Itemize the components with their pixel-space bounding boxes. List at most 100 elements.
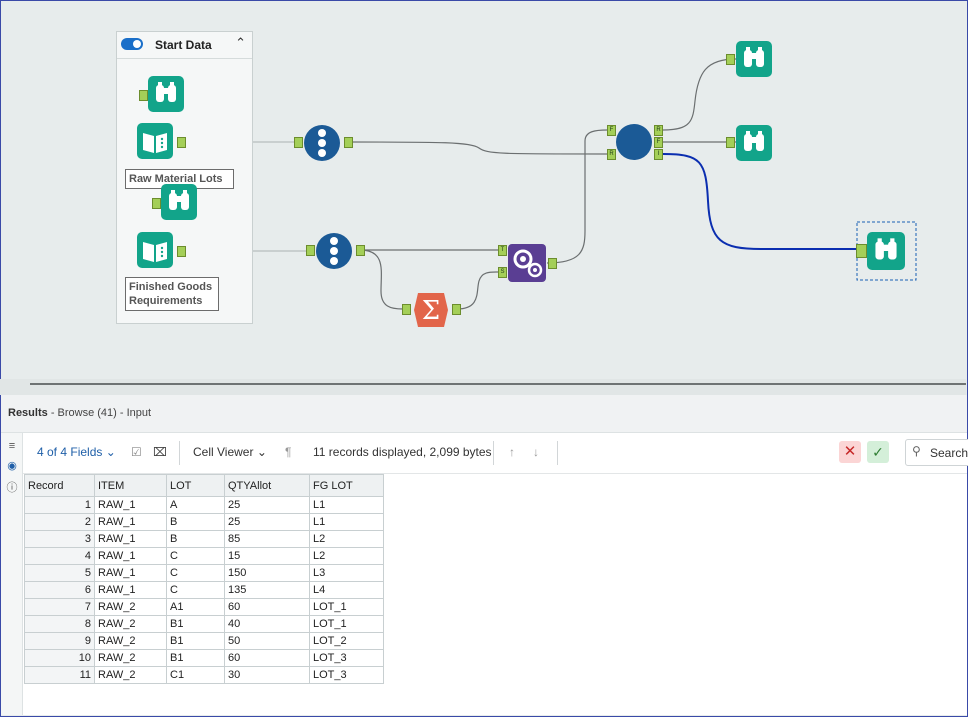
- input-anchor[interactable]: [139, 90, 148, 101]
- record-cell[interactable]: 9: [24, 632, 95, 650]
- record-cell[interactable]: 8: [24, 615, 95, 633]
- table-cell[interactable]: B1: [166, 615, 225, 633]
- input-anchor[interactable]: [152, 198, 161, 209]
- record-cell[interactable]: 4: [24, 547, 95, 565]
- table-cell[interactable]: C: [166, 547, 225, 565]
- column-header[interactable]: FG LOT: [309, 474, 384, 497]
- table-cell[interactable]: RAW_2: [94, 632, 167, 650]
- table-cell[interactable]: 30: [224, 666, 310, 684]
- join-right-anchor[interactable]: R: [607, 149, 616, 160]
- table-cell[interactable]: C: [166, 581, 225, 599]
- table-cell[interactable]: RAW_1: [94, 496, 167, 514]
- table-cell[interactable]: LOT_2: [309, 632, 384, 650]
- table-cell[interactable]: L1: [309, 513, 384, 531]
- cell-viewer-dropdown[interactable]: Cell Viewer ⌄: [193, 445, 267, 459]
- table-cell[interactable]: L1: [309, 496, 384, 514]
- input-anchor[interactable]: [294, 137, 303, 148]
- table-cell[interactable]: L3: [309, 564, 384, 582]
- record-id-tool[interactable]: [316, 233, 352, 269]
- table-cell[interactable]: B1: [166, 632, 225, 650]
- arrow-up-icon[interactable]: ↑: [509, 445, 515, 459]
- join-left-anchor[interactable]: F: [607, 125, 616, 136]
- browse-tool-output-2[interactable]: [736, 125, 772, 161]
- table-cell[interactable]: RAW_1: [94, 581, 167, 599]
- table-cell[interactable]: 25: [224, 496, 310, 514]
- pane-splitter[interactable]: [0, 379, 966, 395]
- table-cell[interactable]: 25: [224, 513, 310, 531]
- table-cell[interactable]: RAW_2: [94, 649, 167, 667]
- output-anchor[interactable]: [177, 137, 186, 148]
- table-cell[interactable]: B: [166, 513, 225, 531]
- table-cell[interactable]: 50: [224, 632, 310, 650]
- table-cell[interactable]: C: [166, 564, 225, 582]
- input-anchor[interactable]: [306, 245, 315, 256]
- search-box[interactable]: ⚲ Search: [905, 439, 968, 466]
- table-cell[interactable]: RAW_2: [94, 666, 167, 684]
- fields-dropdown[interactable]: 4 of 4 Fields ⌄: [37, 445, 116, 459]
- help-icon[interactable]: ⓘ: [6, 482, 18, 494]
- column-header[interactable]: QTYAllot: [224, 474, 310, 497]
- output-anchor[interactable]: [177, 246, 186, 257]
- output-anchor[interactable]: [344, 137, 353, 148]
- table-cell[interactable]: 40: [224, 615, 310, 633]
- table-cell[interactable]: C1: [166, 666, 225, 684]
- summarize-tool[interactable]: Σ: [412, 291, 450, 329]
- binoculars-icon[interactable]: ◉: [7, 460, 17, 472]
- table-cell[interactable]: 60: [224, 598, 310, 616]
- table-cell[interactable]: RAW_1: [94, 564, 167, 582]
- record-cell[interactable]: 6: [24, 581, 95, 599]
- column-header[interactable]: ITEM: [94, 474, 167, 497]
- output-anchor[interactable]: [356, 245, 365, 256]
- record-id-tool[interactable]: [304, 125, 340, 161]
- input-anchor[interactable]: [402, 304, 411, 315]
- list-icon[interactable]: ≡: [8, 440, 16, 452]
- table-cell[interactable]: RAW_2: [94, 598, 167, 616]
- table-cell[interactable]: RAW_1: [94, 530, 167, 548]
- table-cell[interactable]: LOT_3: [309, 649, 384, 667]
- table-cell[interactable]: A: [166, 496, 225, 514]
- table-cell[interactable]: L4: [309, 581, 384, 599]
- record-cell[interactable]: 11: [24, 666, 95, 684]
- table-cell[interactable]: RAW_2: [94, 615, 167, 633]
- column-header[interactable]: Record: [24, 474, 95, 497]
- input-data-tool-raw-material[interactable]: [137, 123, 173, 159]
- input-anchor[interactable]: [726, 137, 735, 148]
- browse-tool-selected[interactable]: [867, 232, 905, 270]
- output-anchor[interactable]: [452, 304, 461, 315]
- record-cell[interactable]: 10: [24, 649, 95, 667]
- input-data-tool-finished-goods[interactable]: [137, 232, 173, 268]
- record-cell[interactable]: 3: [24, 530, 95, 548]
- column-header[interactable]: LOT: [166, 474, 225, 497]
- record-cell[interactable]: 5: [24, 564, 95, 582]
- table-cell[interactable]: 60: [224, 649, 310, 667]
- table-cell[interactable]: LOT_1: [309, 615, 384, 633]
- record-cell[interactable]: 2: [24, 513, 95, 531]
- collapse-chevron-icon[interactable]: ⌃: [235, 35, 246, 50]
- table-cell[interactable]: LOT_1: [309, 598, 384, 616]
- browse-tool-raw-material[interactable]: [148, 76, 184, 112]
- table-cell[interactable]: 150: [224, 564, 310, 582]
- checkbox-icon[interactable]: ☑: [131, 445, 142, 459]
- browse-tool-output-1[interactable]: [736, 41, 772, 77]
- input-anchor[interactable]: [726, 54, 735, 65]
- macro-tool[interactable]: [508, 244, 546, 282]
- table-cell[interactable]: A1: [166, 598, 225, 616]
- arrow-down-icon[interactable]: ↓: [533, 445, 539, 459]
- record-cell[interactable]: 1: [24, 496, 95, 514]
- table-cell[interactable]: 135: [224, 581, 310, 599]
- paragraph-icon[interactable]: ¶: [285, 445, 292, 459]
- join-output-i-anchor[interactable]: I: [654, 149, 663, 160]
- record-cell[interactable]: 7: [24, 598, 95, 616]
- workflow-canvas[interactable]: Start Data ⌃ Raw Material Lots Finished …: [1, 1, 967, 377]
- close-icon[interactable]: ✕: [839, 441, 861, 463]
- table-cell[interactable]: L2: [309, 530, 384, 548]
